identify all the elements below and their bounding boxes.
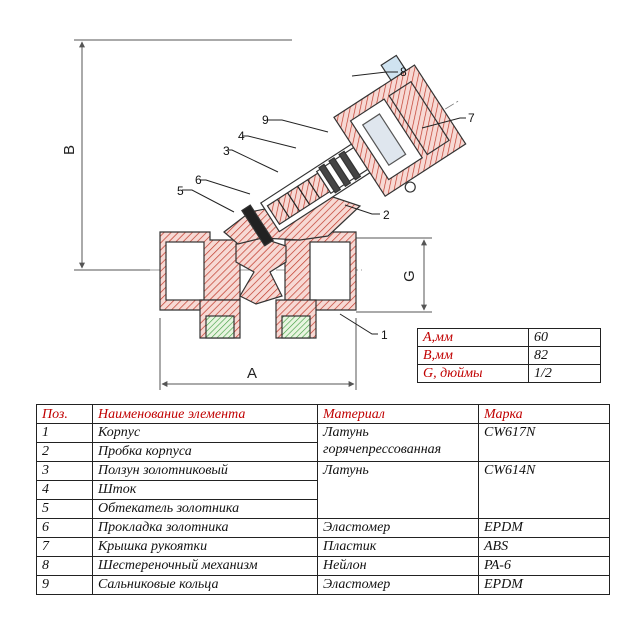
dim-value-b: 82 [528,346,601,365]
row-pos: 9 [36,575,93,595]
row-pos: 3 [36,461,93,481]
bonnet-assembly [241,54,467,247]
callout-6: 6 [195,173,202,187]
callout-5: 5 [177,184,184,198]
row-pos: 7 [36,537,93,557]
row-mark: CW614N [478,461,610,519]
row-name: Корпус [92,423,318,443]
dimensions-table: A,мм 60 B,мм 82 G, дюймы 1/2 [417,328,601,383]
dim-value-a: 60 [528,328,601,347]
row-pos: 8 [36,556,93,576]
row-name: Сальниковые кольца [92,575,318,595]
callout-3: 3 [223,144,230,158]
row-material: Эластомер [317,518,479,538]
row-pos: 4 [36,480,93,500]
row-mark: EPDM [478,518,610,538]
row-name: Пробка корпуса [92,442,318,462]
callout-8: 8 [400,65,407,79]
dimension-a-label: A [247,365,257,382]
row-name: Прокладка золотника [92,518,318,538]
table-row: 1 Корпус Латунь горячепрессованная CW617… [36,423,610,462]
dimension-b [74,39,292,271]
row-name: Ползун золотниковый [92,461,318,481]
spec-header-row: Поз. Наименование элемента Материал Марк… [36,404,610,424]
row-pos: 2 [36,442,93,462]
dim-row-g: G, дюймы 1/2 [417,364,601,383]
table-row: 6 Прокладка золотника Эластомер EPDM [36,518,610,538]
row-name: Крышка рукоятки [92,537,318,557]
valve-body [159,195,362,339]
header-mark: Марка [478,404,610,424]
callout-1: 1 [381,328,388,342]
table-row: 4 Шток [36,480,610,500]
specification-table: Поз. Наименование элемента Материал Марк… [36,404,610,595]
callout-4: 4 [238,129,245,143]
row-pos: 1 [36,423,93,443]
dimension-a [159,318,357,390]
callout-2: 2 [383,208,390,222]
dim-row-a: A,мм 60 [417,328,601,347]
dim-value-g: 1/2 [528,364,601,383]
header-pos: Поз. [36,404,93,424]
row-name: Шток [92,480,318,500]
row-material: Нейлон [317,556,479,576]
dim-row-b: B,мм 82 [417,346,601,365]
row-mark: CW617N [478,423,610,462]
row-material: Эластомер [317,575,479,595]
row-mark: ABS [478,537,610,557]
row-material: Латунь [317,461,479,519]
row-material: Пластик [317,537,479,557]
header-material: Материал [317,404,479,424]
dim-label-a: A,мм [417,328,529,347]
callout-9: 9 [262,113,269,127]
row-name: Шестереночный механизм [92,556,318,576]
dimension-g [356,237,432,313]
row-mark: PA-6 [478,556,610,576]
callout-7: 7 [468,111,475,125]
table-row: 9 Сальниковые кольца Эластомер EPDM [36,575,610,595]
row-material: Латунь горячепрессованная [317,423,479,462]
table-row: 3 Ползун золотниковый Латунь CW614N [36,461,610,519]
table-row: 7 Крышка рукоятки Пластик ABS [36,537,610,557]
row-pos: 6 [36,518,93,538]
header-name: Наименование элемента [92,404,318,424]
dim-label-g: G, дюймы [417,364,529,383]
dim-label-b: B,мм [417,346,529,365]
dimension-g-label: G [401,270,418,282]
row-name: Обтекатель золотника [92,499,318,519]
row-pos: 5 [36,499,93,519]
dimension-b-label: B [61,145,78,155]
valve-cross-section-drawing: B A G [61,39,475,390]
table-row: 8 Шестереночный механизм Нейлон PA-6 [36,556,610,576]
row-mark: EPDM [478,575,610,595]
leader-lines [182,71,466,335]
